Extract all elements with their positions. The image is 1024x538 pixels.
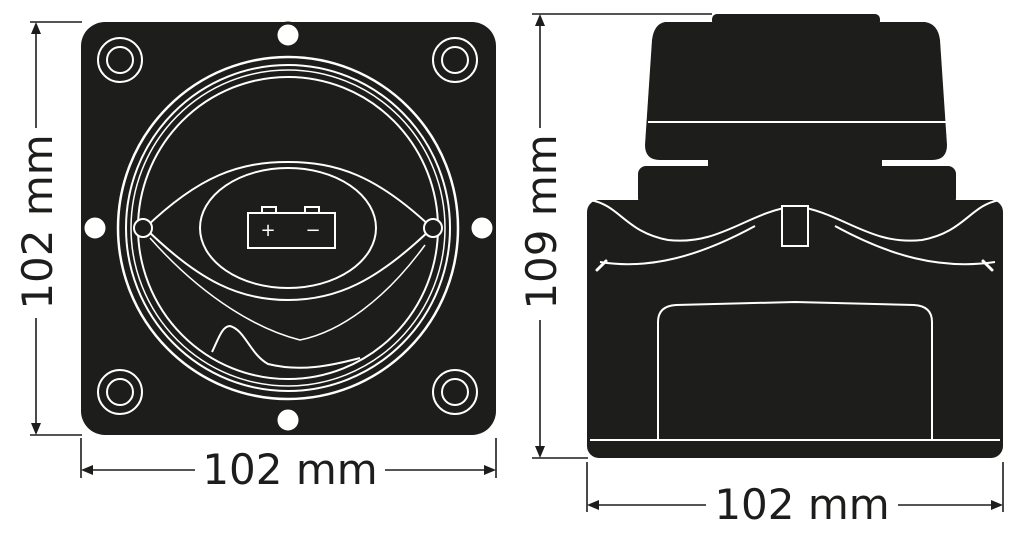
knob-bottom-notch [211, 324, 361, 369]
edge-pins [81, 21, 496, 434]
side-collar [638, 166, 956, 206]
side-knob-dome [645, 22, 947, 160]
housing-side-ticks [595, 259, 994, 272]
side-housing [587, 200, 1003, 458]
battery-medallion [199, 167, 377, 289]
side-width-label: 102 mm [714, 480, 889, 529]
side-terminal-window [657, 300, 933, 440]
side-dimension-arrows [535, 14, 1003, 510]
front-dimensions [30, 21, 497, 478]
mount-hole-bottom-left [97, 369, 143, 415]
mount-hole-top-right [432, 37, 478, 83]
pin-right [468, 214, 496, 242]
pin-bottom [274, 406, 302, 434]
side-view [587, 14, 1003, 458]
index-tab [781, 205, 809, 247]
lever-lower-sweep [149, 237, 426, 341]
mount-hole-bottom-right [432, 369, 478, 415]
battery-icon [247, 206, 336, 249]
battery-plus-sign: + [260, 220, 275, 241]
front-dimension-arrows [31, 22, 496, 475]
side-height-label: 109 mm [517, 134, 566, 309]
front-height-label: 102 mm [13, 134, 62, 309]
pin-top [274, 21, 302, 49]
front-view: + − [81, 21, 496, 435]
lever-end-bearings [133, 218, 443, 238]
pin-left [81, 214, 109, 242]
side-dimensions [532, 13, 1004, 512]
battery-minus-sign: − [305, 220, 320, 241]
mount-hole-top-left [97, 37, 143, 83]
corner-mounting-holes [97, 37, 478, 415]
housing-lower-curve [599, 225, 996, 266]
front-width-label: 102 mm [202, 445, 377, 494]
